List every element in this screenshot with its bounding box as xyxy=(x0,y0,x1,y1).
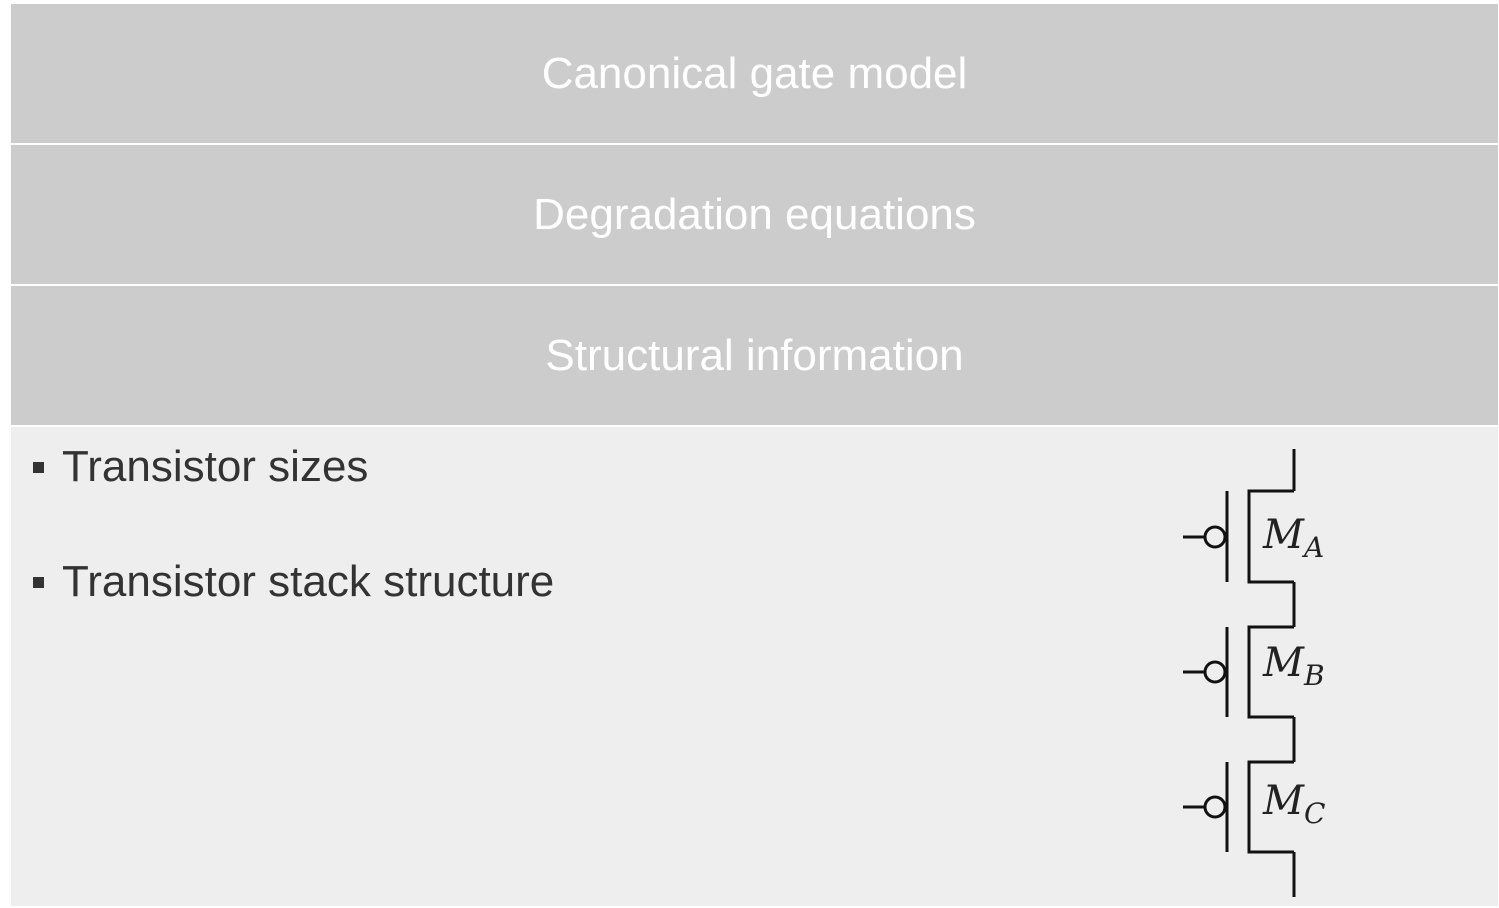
bullet-square-icon xyxy=(33,576,44,588)
channel-mc xyxy=(1247,760,1294,854)
header-band-structural-information: Structural information xyxy=(11,286,1498,425)
header-band-degradation-equations: Degradation equations xyxy=(11,145,1498,284)
transistor-label-ma: MA xyxy=(1262,512,1324,564)
inversion-bubble-mb xyxy=(1203,660,1227,684)
bullet-text: Transistor sizes xyxy=(62,442,369,491)
transistor-label-mc: MC xyxy=(1262,778,1325,830)
bullet-item: Transistor stack structure xyxy=(33,557,554,607)
channel-mb xyxy=(1247,625,1294,719)
transistor-label-mb: MB xyxy=(1262,640,1325,692)
bullet-item: Transistor sizes xyxy=(33,442,368,492)
band-title: Structural information xyxy=(545,330,964,380)
transistor-ma xyxy=(1183,489,1294,584)
inversion-bubble-ma xyxy=(1203,525,1227,549)
transistor-mc xyxy=(1183,760,1294,854)
inversion-bubble-mc xyxy=(1203,795,1227,819)
channel-ma xyxy=(1247,489,1294,584)
band-title: Canonical gate model xyxy=(541,48,968,98)
band-title: Degradation equations xyxy=(533,189,976,239)
header-band-canonical-gate-model: Canonical gate model xyxy=(11,4,1498,143)
bullet-text: Transistor stack structure xyxy=(62,557,555,606)
transistor-mb xyxy=(1183,625,1294,719)
bullet-square-icon xyxy=(33,461,44,473)
